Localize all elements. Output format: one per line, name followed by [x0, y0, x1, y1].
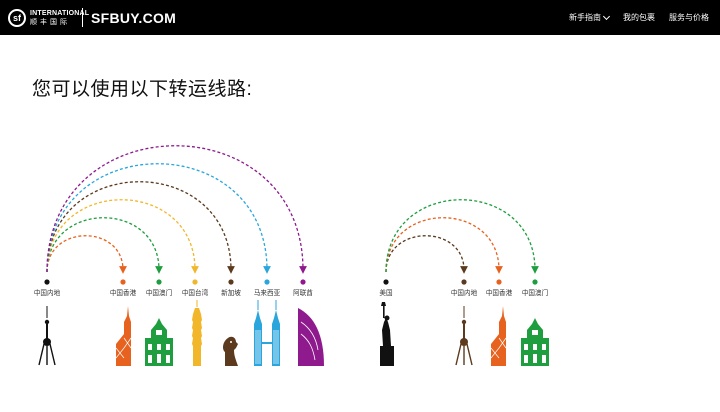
arc-usa-to-mainland — [385, 235, 468, 274]
nav-services-pricing[interactable]: 服务与价格 — [669, 12, 709, 23]
bank-of-china-tower-icon — [115, 306, 132, 366]
nav-my-packages[interactable]: 我的包裹 — [623, 12, 655, 23]
merlion-icon — [223, 336, 238, 366]
site-name-link[interactable]: SFBUY.COM — [91, 10, 177, 26]
label-taiwan: 中国台湾 — [182, 288, 209, 297]
logo-english-text: INTERNATIONAL — [30, 10, 90, 17]
arc-mainland-to-hongkong — [46, 235, 127, 274]
label-singapore: 新加坡 — [221, 288, 241, 297]
dot-macau — [156, 279, 162, 285]
oriental-pearl-tower-icon — [455, 306, 473, 366]
dot-singapore — [228, 279, 234, 285]
label-hongkong: 中国香港 — [110, 288, 137, 297]
arc-mainland-to-macau — [46, 217, 163, 274]
dot-us-hongkong — [496, 279, 502, 285]
statue-of-liberty-icon — [380, 302, 394, 366]
dot-us-macau — [532, 279, 538, 285]
label-malaysia: 马来西亚 — [254, 289, 281, 297]
taipei-101-icon — [192, 300, 202, 366]
label-us-macau: 中国澳门 — [522, 288, 548, 297]
arc-mainland-to-uae — [46, 145, 307, 274]
nav-my-packages-label: 我的包裹 — [623, 13, 655, 22]
arc-mainland-to-malaysia — [46, 163, 271, 274]
ruins-of-st-paul-icon — [145, 318, 173, 366]
sf-international-logo[interactable]: sf INTERNATIONAL 顺丰国际 — [8, 8, 89, 28]
label-us-hongkong: 中国香港 — [486, 288, 513, 297]
route-labels: 中国内地 中国香港 中国澳门 中国台湾 新加坡 马来西亚 阿联酋 美国 中国内地… — [34, 288, 548, 297]
route-arcs-mainland — [46, 145, 307, 274]
burj-al-arab-icon — [298, 308, 324, 366]
logo-divider — [82, 8, 83, 27]
arc-mainland-to-taiwan — [46, 199, 199, 274]
sf-logo-mark: sf — [8, 9, 26, 27]
arc-mainland-to-singapore — [46, 181, 235, 274]
dot-us-mainland — [461, 279, 467, 285]
label-origin-mainland: 中国内地 — [34, 288, 61, 297]
nav-beginners-guide[interactable]: 新手指南 — [569, 12, 611, 23]
nav-services-pricing-label: 服务与价格 — [669, 13, 709, 22]
label-macau: 中国澳门 — [146, 288, 172, 297]
oriental-pearl-tower-icon — [38, 306, 56, 366]
dot-taiwan — [192, 279, 198, 285]
logo-text: INTERNATIONAL 顺丰国际 — [30, 10, 89, 26]
page-title: 您可以使用以下转运线路: — [32, 79, 253, 100]
dot-uae — [300, 279, 306, 285]
dot-hongkong — [120, 279, 126, 285]
logo-chinese-text: 顺丰国际 — [30, 19, 70, 26]
dot-origin-mainland — [44, 279, 50, 285]
top-navigation-bar: sf INTERNATIONAL 顺丰国际 SFBUY.COM 新手指南 我的包… — [0, 0, 720, 35]
route-dots — [44, 279, 538, 285]
dot-malaysia — [264, 279, 270, 285]
label-us-mainland: 中国内地 — [451, 288, 478, 297]
label-origin-usa: 美国 — [379, 288, 393, 297]
arc-usa-to-macau — [385, 199, 539, 274]
arc-usa-to-hongkong — [385, 217, 503, 274]
dot-origin-usa — [383, 279, 389, 285]
label-uae: 阿联酋 — [293, 288, 313, 297]
bank-of-china-tower-icon — [490, 306, 507, 366]
route-arcs-usa — [385, 199, 539, 274]
petronas-towers-icon — [254, 300, 280, 366]
main-nav: 新手指南 我的包裹 服务与价格 — [555, 12, 709, 23]
ruins-of-st-paul-icon — [521, 318, 549, 366]
nav-beginners-guide-label: 新手指南 — [569, 13, 601, 22]
